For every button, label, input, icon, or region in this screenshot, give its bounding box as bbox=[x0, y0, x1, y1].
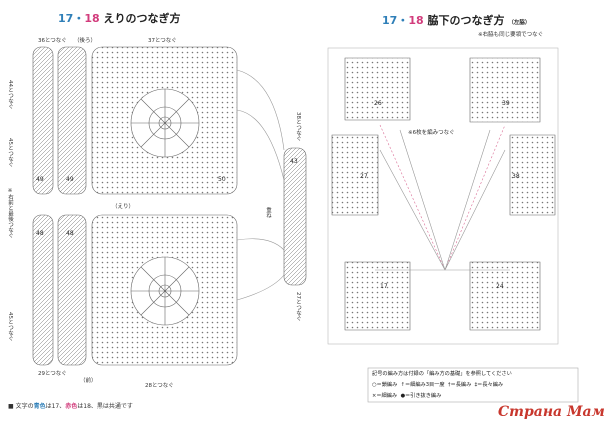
left-bottom-label-big: 28とつなぐ bbox=[145, 383, 174, 389]
right-title-num-b: 18 bbox=[408, 14, 424, 27]
legend-label: ＝引き抜き編み bbox=[404, 393, 442, 399]
motif-label: 38 bbox=[512, 173, 520, 180]
motif-label: 24 bbox=[496, 283, 504, 290]
motif-label: 48 bbox=[66, 230, 74, 237]
left-lower-group bbox=[32, 214, 238, 366]
left-bottom-label-small: 29とつなぐ bbox=[38, 371, 67, 377]
left-title-text: えりのつなぎ方 bbox=[103, 12, 181, 25]
motif-label: 17 bbox=[380, 283, 388, 290]
color-note-2: は17、 bbox=[45, 403, 66, 410]
left-collar-center: （えり） bbox=[112, 204, 135, 210]
left-title-num-b: 18 bbox=[84, 12, 100, 25]
legend-symbol: ○ bbox=[372, 382, 377, 388]
left-overlap-label: 重ね bbox=[265, 207, 271, 218]
right-note: ※右脇も同じ要領でつなぐ bbox=[478, 32, 544, 38]
motif-label: 48 bbox=[36, 230, 44, 237]
legend-label: ＝長々編み bbox=[477, 382, 504, 388]
right-title-text: 脇下のつなぎ方 bbox=[427, 14, 505, 27]
left-top-label-small: 36とつなぐ bbox=[38, 38, 67, 44]
left-title-num-a: 17 bbox=[58, 12, 74, 25]
legend-symbol: ↑ bbox=[400, 382, 405, 388]
legend-row-1: ○＝鎖編み ↑＝細編み3目一度 †＝長編み ‡＝長々編み bbox=[372, 381, 503, 388]
left-ref-label: ※右前と最後つなぐ bbox=[7, 188, 13, 238]
motif-label: 49 bbox=[66, 176, 74, 183]
right-center-note: ※6枚を編みつなぐ bbox=[408, 130, 455, 136]
left-right-top-label: 38とつなぐ bbox=[295, 112, 301, 141]
legend-header: 記号の編み方は付録の「編み方の基礎」を参照してください bbox=[372, 371, 512, 377]
legend-label: ＝細編み bbox=[376, 393, 398, 399]
left-right-strip bbox=[236, 69, 307, 301]
color-note-1: ■ 文字の bbox=[8, 403, 34, 410]
left-title-sep: ・ bbox=[73, 12, 85, 25]
legend-symbol: ● bbox=[400, 393, 405, 399]
left-side-label-mid: 45とつなぐ bbox=[7, 138, 13, 167]
left-right-bottom-label: 27とつなぐ bbox=[295, 292, 301, 321]
legend-label: ＝長編み bbox=[450, 382, 472, 388]
left-title: 17・18 えりのつなぎ方 bbox=[58, 10, 180, 26]
motif-label: 26 bbox=[374, 100, 382, 107]
left-back-label: （後ろ） bbox=[74, 38, 97, 44]
legend-symbol: × bbox=[372, 393, 377, 399]
legend-box bbox=[367, 367, 579, 403]
color-note: ■ 文字の青色は17、赤色は18、黒は共通です bbox=[8, 401, 133, 410]
motif-label: 39 bbox=[502, 100, 510, 107]
legend-label: ＝細編み3目一度 bbox=[404, 382, 445, 388]
left-top-label-big: 37とつなぐ bbox=[148, 38, 177, 44]
legend-symbol: ‡ bbox=[474, 382, 478, 388]
left-side-label-lower: 45とつなぐ bbox=[7, 312, 13, 341]
legend-row-2: ×＝細編み ●＝引き抜き編み bbox=[372, 392, 441, 399]
legend-symbol: † bbox=[447, 382, 451, 388]
motif-label: 49 bbox=[36, 176, 44, 183]
color-note-3: は18、黒は共通です bbox=[77, 403, 133, 410]
color-note-blue: 青色 bbox=[33, 403, 46, 410]
right-title-num-a: 17 bbox=[382, 14, 398, 27]
right-title-sep: ・ bbox=[397, 14, 409, 27]
right-title-sub: （左脇） bbox=[508, 20, 531, 26]
color-note-pink: 赤色 bbox=[65, 403, 78, 410]
right-group bbox=[327, 47, 559, 345]
motif-label: 50 bbox=[218, 176, 226, 183]
left-front-label: （前） bbox=[80, 378, 97, 384]
watermark: Страна Мам bbox=[498, 404, 605, 420]
motif-label: 27 bbox=[360, 173, 368, 180]
legend-label: ＝鎖編み bbox=[376, 382, 398, 388]
motif-label: 43 bbox=[290, 158, 298, 165]
right-title: 17・18 脇下のつなぎ方 （左脇） bbox=[382, 12, 530, 28]
left-upper-group bbox=[32, 46, 238, 195]
left-side-label-upper: 44とつなぐ bbox=[7, 80, 13, 109]
